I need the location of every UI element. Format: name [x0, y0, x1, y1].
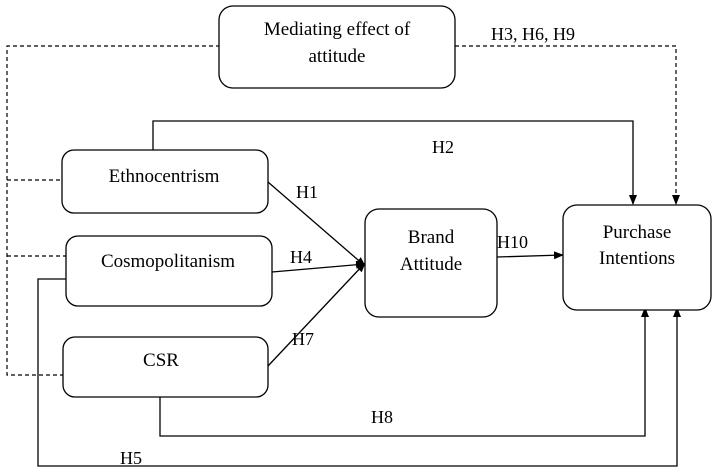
cosmopolitanism-box: Cosmopolitanism	[65, 235, 273, 307]
mediating-effect-box: Mediating effect of attitude	[218, 5, 456, 89]
h1-label: H1	[296, 182, 318, 202]
csr-label: CSR	[143, 350, 179, 371]
mediating-effect-label-line1: Mediating effect of	[264, 19, 411, 40]
h10-path	[496, 251, 564, 260]
csr-box: CSR	[62, 336, 269, 398]
h3-h6-h9-label: H3, H6, H9	[491, 24, 575, 44]
purchase-intentions-label-line1: Purchase	[603, 222, 672, 243]
purchase-intentions-box: Purchase Intentions	[562, 204, 712, 311]
h8-label: H8	[371, 407, 393, 427]
ethnocentrism-label: Ethnocentrism	[109, 166, 220, 187]
brand-attitude-label-line2: Attitude	[400, 254, 462, 275]
hypothesis-labels: H3, H6, H9 H2 H1 H4 H7 H10 H8 H5	[120, 24, 575, 468]
cosmopolitanism-label: Cosmopolitanism	[101, 251, 235, 272]
brand-attitude-label-line1: Brand	[408, 227, 455, 248]
h4-label: H4	[290, 247, 312, 267]
h1-path	[267, 181, 366, 267]
h5-path	[37, 278, 681, 467]
h8-path	[159, 307, 649, 437]
h5-label: H5	[120, 448, 142, 468]
h4-path	[271, 260, 366, 273]
hypothesis-paths	[37, 120, 681, 467]
mediation-line-left-trunk	[6, 45, 220, 376]
h7-label: H7	[292, 329, 314, 349]
h7-path	[267, 262, 366, 367]
h2-path	[152, 120, 637, 205]
h2-label: H2	[432, 137, 454, 157]
mediating-effect-label-line2: attitude	[309, 46, 366, 67]
purchase-intentions-label-line2: Intentions	[599, 248, 675, 269]
h10-label: H10	[497, 232, 528, 252]
mediation-arrow-to-purchase-intentions	[455, 45, 680, 205]
brand-attitude-box: Brand Attitude	[364, 208, 498, 318]
ethnocentrism-box: Ethnocentrism	[61, 149, 269, 214]
mediation-dashed-lines	[6, 45, 680, 376]
